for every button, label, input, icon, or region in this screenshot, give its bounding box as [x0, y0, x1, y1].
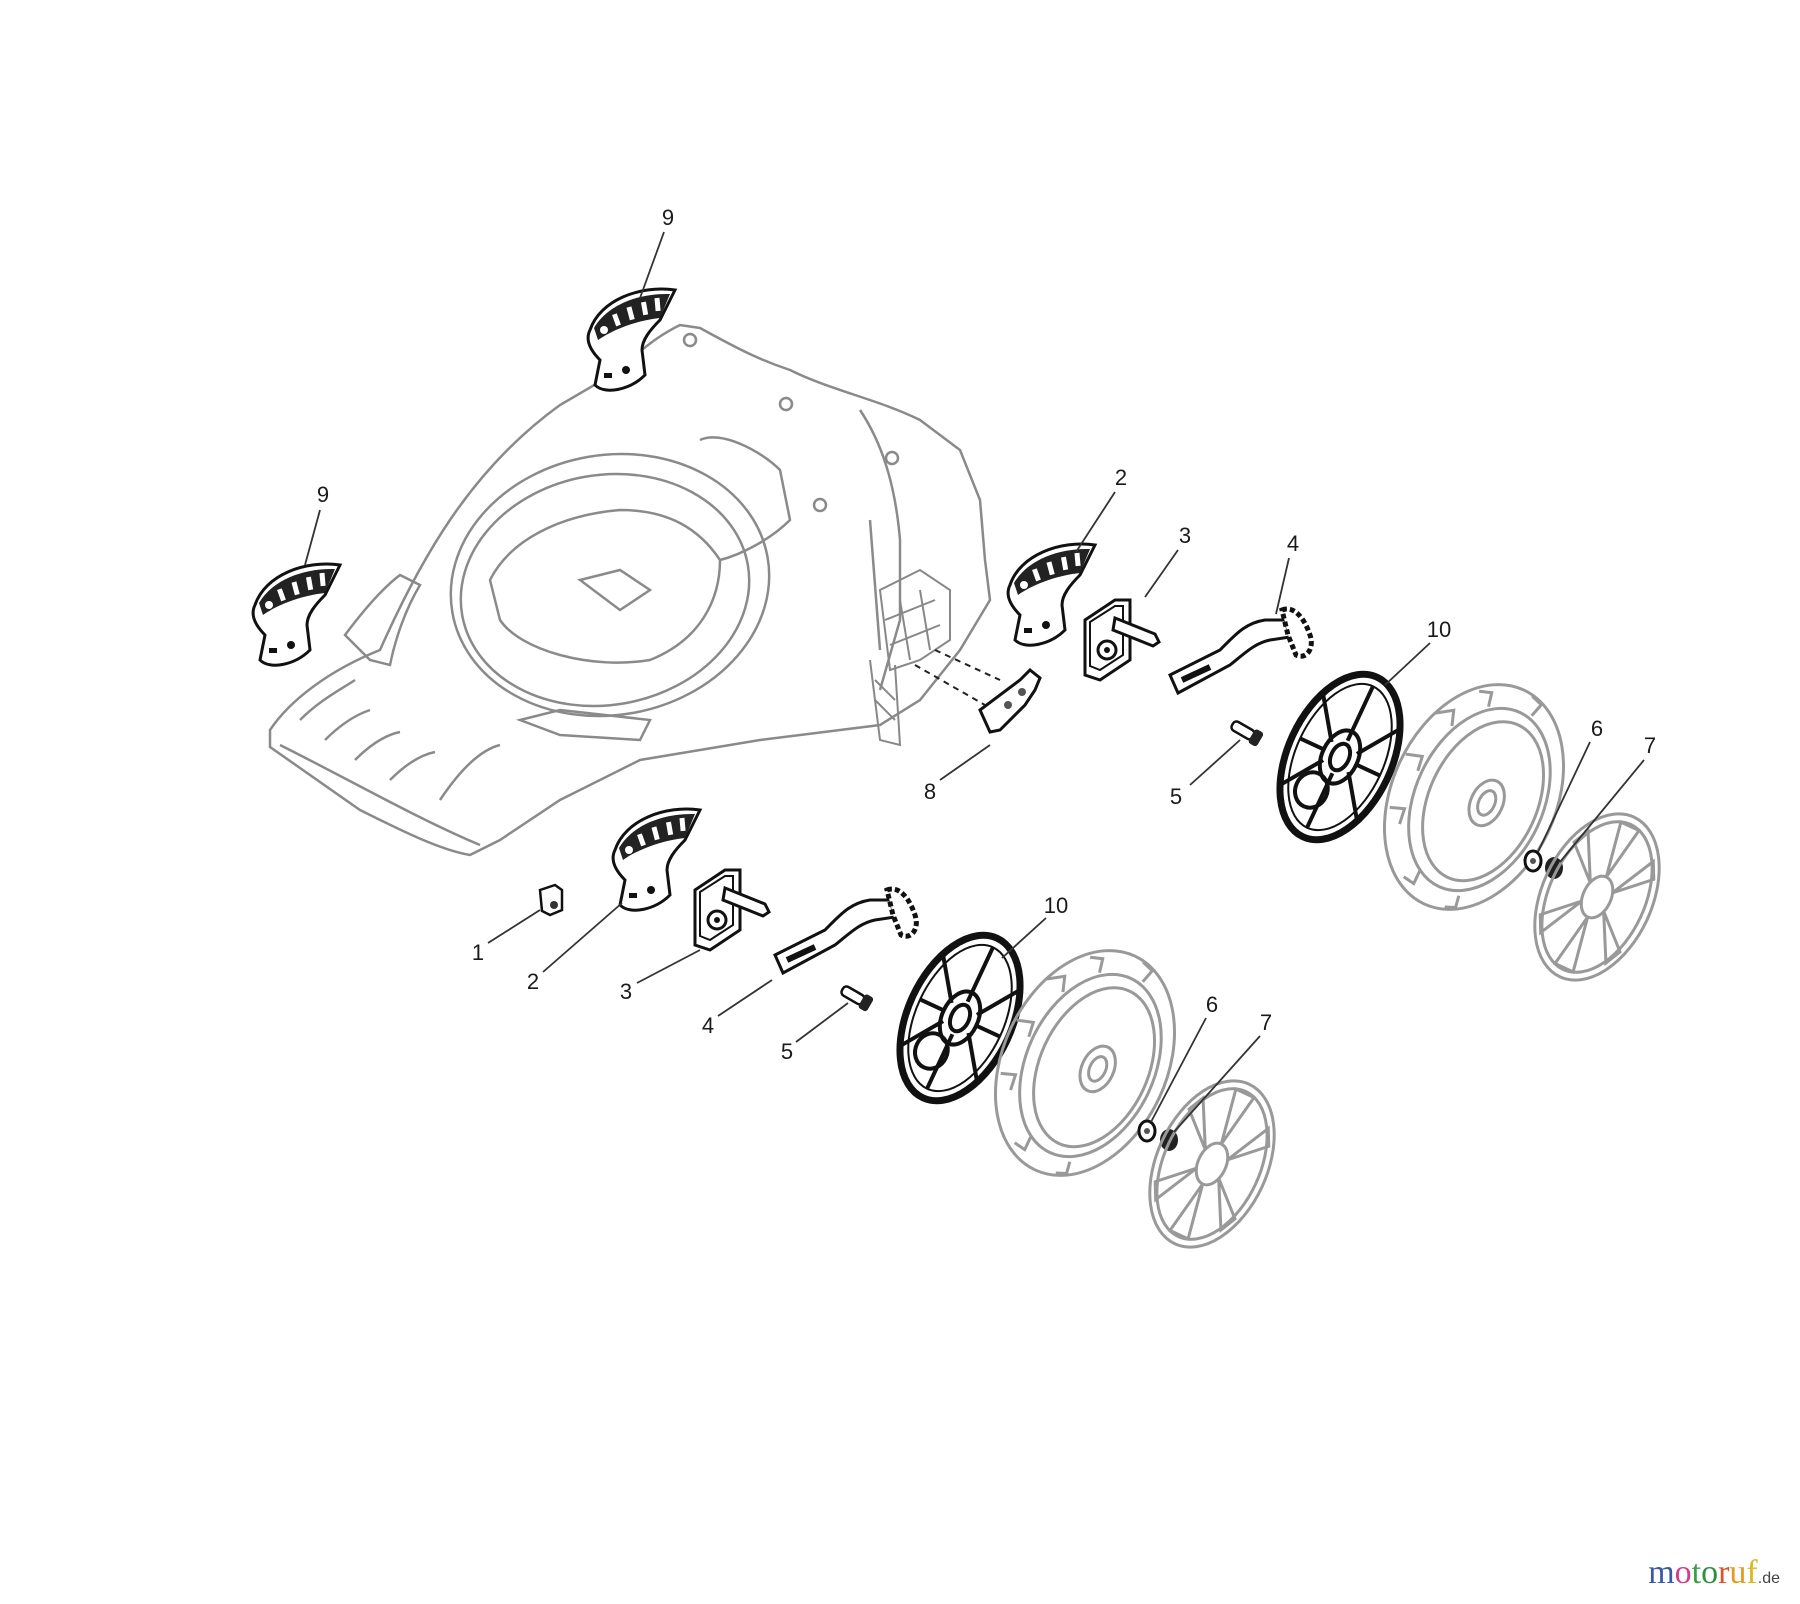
part-4-right-lever	[1170, 609, 1311, 693]
logo-tld: .de	[1757, 1570, 1780, 1587]
callout-part-1: 1	[471, 940, 485, 965]
callout-part-9: 9	[661, 205, 675, 230]
part-9-top-plate	[586, 287, 677, 392]
part-1-clip	[538, 883, 564, 917]
callout-part-4: 4	[701, 1013, 715, 1038]
callout-part-4: 4	[1286, 531, 1300, 556]
callout-part-9: 9	[316, 482, 330, 507]
leader-lines	[304, 231, 1645, 1133]
logo-letter: m	[1648, 1554, 1675, 1591]
part-7-right-nut	[1545, 857, 1563, 879]
part-10-right-hub	[1256, 655, 1425, 858]
part-6-right-washer	[1523, 849, 1543, 873]
watermark-logo: motoruf.de	[1648, 1554, 1780, 1592]
callout-part-8: 8	[923, 779, 937, 804]
part-9-left-plate	[251, 562, 342, 667]
logo-letter: t	[1691, 1554, 1702, 1591]
callout-part-5: 5	[780, 1039, 794, 1064]
logo-letter: o	[1701, 1554, 1719, 1591]
logo-letter: u	[1729, 1554, 1747, 1591]
part-3-right-bracket	[1083, 598, 1161, 682]
logo-letter: f	[1746, 1554, 1758, 1591]
callout-part-2: 2	[526, 969, 540, 994]
front-hubcap	[1123, 1059, 1301, 1269]
part-4-front-lever	[775, 889, 916, 973]
part-5-front-bolt	[840, 985, 874, 1012]
logo-letter: r	[1718, 1554, 1730, 1591]
callout-part-2: 2	[1114, 465, 1128, 490]
right-hubcap	[1508, 792, 1686, 1002]
mower-deck	[268, 323, 992, 857]
callout-part-6: 6	[1590, 716, 1604, 741]
part-8-bracket	[978, 667, 1042, 734]
callout-part-5: 5	[1169, 784, 1183, 809]
callout-part-6: 6	[1205, 992, 1219, 1017]
rear-axle-bracket	[869, 568, 951, 747]
part-2-front-plate	[611, 807, 702, 912]
callout-part-3: 3	[1178, 523, 1192, 548]
part-3-front-bracket	[693, 868, 771, 952]
part-2-right-plate	[1006, 542, 1097, 647]
callout-part-7: 7	[1259, 1010, 1273, 1035]
callout-part-10: 10	[1043, 893, 1069, 918]
callout-part-7: 7	[1643, 733, 1657, 758]
part-6-front-washer	[1137, 1119, 1157, 1143]
dashed-guide-lines	[914, 649, 1001, 706]
part-5-right-bolt	[1230, 720, 1264, 747]
callout-part-3: 3	[619, 979, 633, 1004]
callout-part-10: 10	[1426, 617, 1452, 642]
logo-letter: o	[1674, 1554, 1692, 1591]
